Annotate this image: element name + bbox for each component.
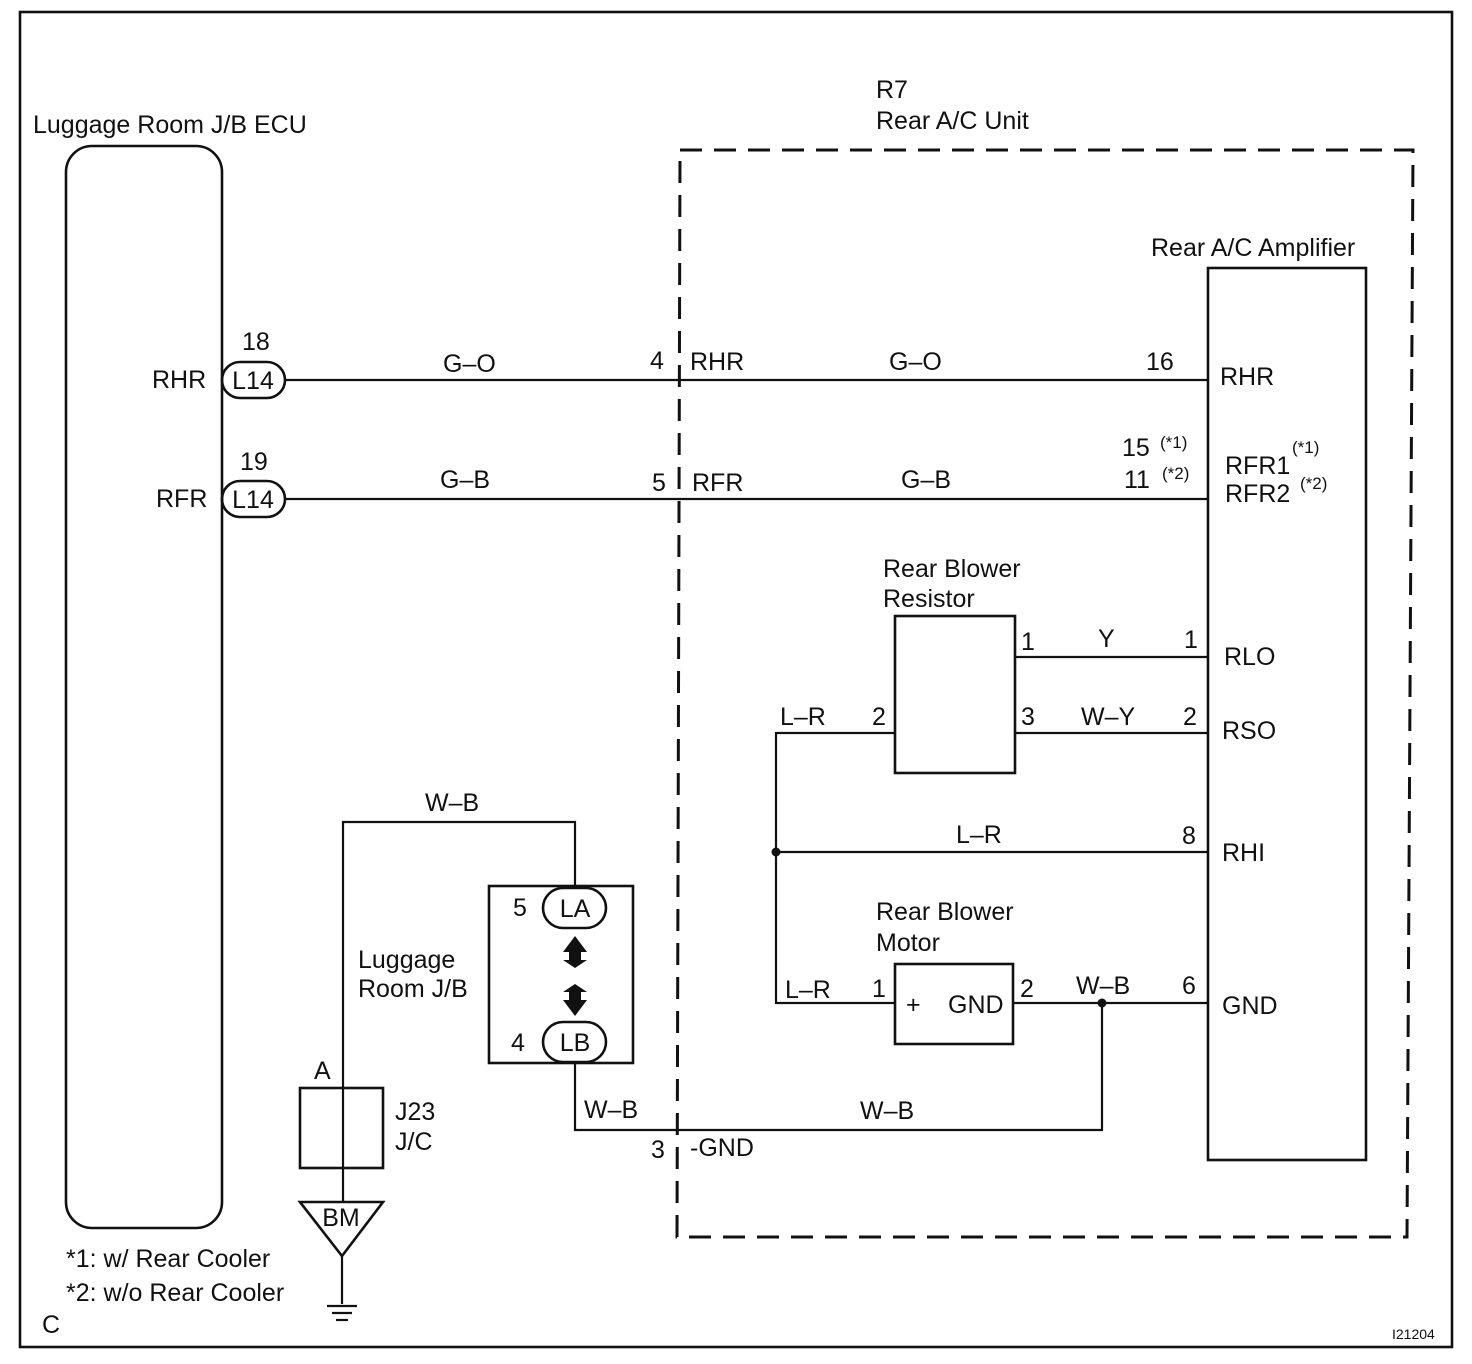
amp-rfr1-label: RFR1	[1225, 452, 1290, 480]
amp-rhi-pin-8: 8	[1182, 822, 1196, 850]
unit-name: Rear A/C Unit	[876, 107, 1029, 135]
unit-rhr-pin-4: 4	[650, 347, 664, 375]
wire-resistor-feed-color: L–R	[780, 703, 826, 731]
jb-arrow-down	[563, 984, 587, 1016]
wire-motor-gnd-color: W–B	[1076, 972, 1130, 1000]
jb-lb-pin: 4	[511, 1029, 525, 1057]
amp-rfr2-label: RFR2	[1225, 480, 1290, 508]
page-letter: C	[42, 1311, 60, 1339]
ecu-title: Luggage Room J/B ECU	[33, 111, 307, 139]
motor-pin-1: 1	[872, 975, 886, 1003]
connector-l14-rfr-label: L14	[232, 486, 274, 514]
amp-rfr1-note: (*1)	[1292, 438, 1319, 457]
ecu-rhr-label: RHR	[152, 366, 206, 394]
amp-rlo-label: RLO	[1224, 643, 1275, 671]
motor-gnd: GND	[948, 991, 1004, 1019]
wire-lr-bus	[774, 731, 895, 1005]
jc-code: J23	[395, 1098, 435, 1126]
motor-title-1: Rear Blower	[876, 898, 1014, 926]
unit-rfr-pin-5: 5	[652, 469, 666, 497]
unit-code: R7	[876, 76, 908, 104]
wire-rfr-outer-color: G–B	[440, 466, 490, 494]
resistor-title-2: Resistor	[883, 585, 975, 613]
jb-arrow-up	[563, 936, 587, 968]
amp-rhr-pin-16: 16	[1146, 348, 1174, 376]
wire-rso-color: W–Y	[1081, 703, 1136, 731]
resistor-pin-2: 2	[872, 703, 886, 731]
ground-point-bm	[297, 1200, 386, 1259]
amp-gnd-pin-6: 6	[1182, 972, 1196, 1000]
resistor-pin-3: 3	[1021, 703, 1035, 731]
amp-rhi-label: RHI	[1222, 839, 1265, 867]
note-1: *1: w/ Rear Cooler	[66, 1245, 270, 1273]
ground-point-bm-label: BM	[322, 1204, 360, 1232]
jb-la-pin: 5	[513, 894, 527, 922]
resistor-title-1: Rear Blower	[883, 555, 1021, 583]
unit-gnd-label: -GND	[690, 1134, 754, 1162]
junction-lr	[771, 847, 781, 857]
resistor-pin-1: 1	[1021, 628, 1035, 656]
wire-jb-top	[341, 820, 577, 1088]
note-2: *2: w/o Rear Cooler	[66, 1279, 284, 1307]
unit-rfr-label: RFR	[692, 469, 743, 497]
wire-gnd-return-color: W–B	[860, 1097, 914, 1125]
motor-plus: +	[906, 991, 921, 1019]
amp-rso-label: RSO	[1222, 717, 1276, 745]
wire-motor-feed-color: L–R	[785, 976, 831, 1004]
amp-rhr-label: RHR	[1220, 363, 1274, 391]
diagram-frame	[18, 10, 1454, 1349]
wire-rhr-outer-color: G–O	[443, 350, 496, 378]
amp-rfr2-note: (*2)	[1300, 474, 1327, 493]
jc-pin-a: A	[314, 1057, 331, 1085]
wire-jb-bottom-color: W–B	[584, 1096, 638, 1124]
ecu-box	[64, 144, 224, 1230]
ecu-rfr-pin-19: 19	[240, 448, 268, 476]
resistor-box	[893, 614, 1017, 775]
ground-icon	[327, 1304, 357, 1322]
amp-rlo-pin-1: 1	[1184, 626, 1198, 654]
amp-gnd-label: GND	[1222, 992, 1278, 1020]
amp-rfr-pin-11: 11	[1124, 466, 1150, 494]
unit-dashed-boundary	[675, 148, 1415, 1239]
wire-jb-top-color: W–B	[425, 789, 479, 817]
connector-l14-rhr-label: L14	[232, 367, 274, 395]
wire-rhi-color: L–R	[956, 821, 1002, 849]
jc-name: J/C	[395, 1128, 433, 1156]
figure-code: I21204	[1392, 1326, 1435, 1342]
jb-title-2: Room J/B	[358, 975, 468, 1003]
wire-rfr-inner-color: G–B	[901, 466, 951, 494]
jb-lb-label: LB	[560, 1029, 591, 1057]
jc-box	[298, 1086, 385, 1170]
amp-rfr-pin-11-note: (*2)	[1162, 464, 1189, 483]
amp-rso-pin-2: 2	[1183, 703, 1197, 731]
amp-rfr-pin-15-note: (*1)	[1160, 433, 1187, 452]
wire-rhr-inner-color: G–O	[889, 348, 942, 376]
motor-title-2: Motor	[876, 929, 940, 957]
amplifier-title: Rear A/C Amplifier	[1151, 234, 1355, 262]
wire-rlo-color: Y	[1098, 625, 1115, 653]
ecu-rhr-pin-18: 18	[242, 328, 270, 356]
unit-gnd-pin-3: 3	[651, 1136, 665, 1164]
ecu-rfr-label: RFR	[156, 485, 207, 513]
jb-title-1: Luggage	[358, 946, 455, 974]
wire-gnd-return	[573, 1003, 1104, 1132]
amp-rfr-pin-15: 15	[1122, 434, 1150, 462]
jb-la-label: LA	[560, 895, 591, 923]
amplifier-box	[1206, 266, 1368, 1162]
motor-pin-2: 2	[1020, 975, 1034, 1003]
unit-rhr-label: RHR	[690, 348, 744, 376]
